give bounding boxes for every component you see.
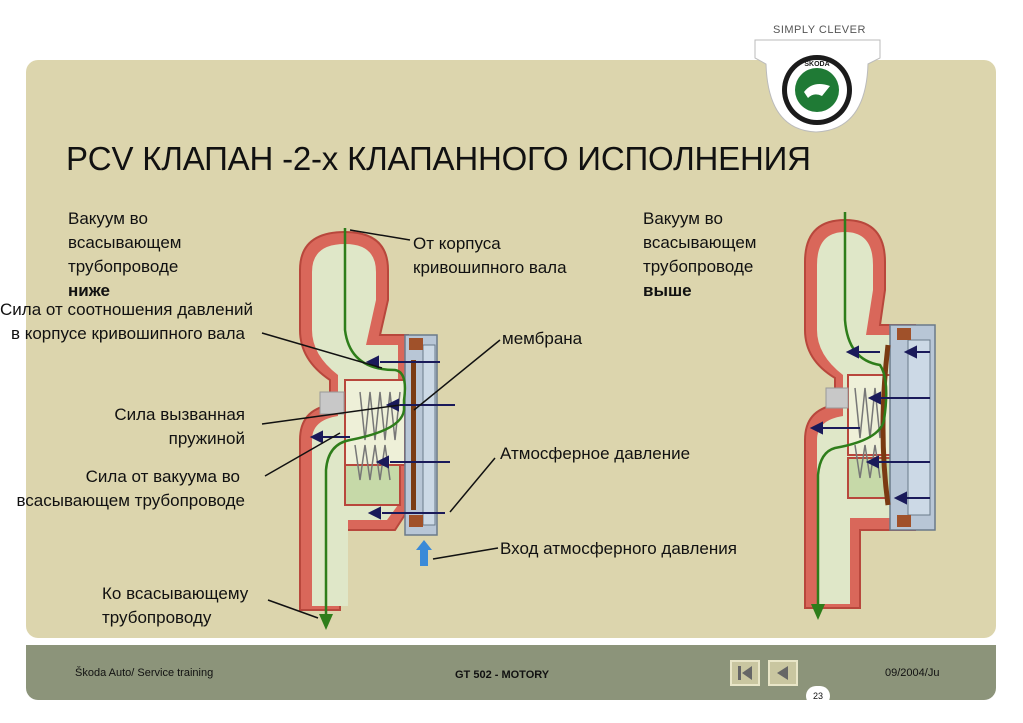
pressure-force-label-2: в корпусе кривошипного вала xyxy=(10,324,245,343)
outlet-label-2: трубопроводу xyxy=(102,608,212,627)
atmo-inlet-label: Вход атмосферного давления xyxy=(500,539,737,558)
logo-text: ŠKODA xyxy=(804,59,829,68)
page-title: PCV КЛАПАН -2-х КЛАПАННОГО ИСПОЛНЕНИЯ xyxy=(66,140,811,177)
membrane-label: мембрана xyxy=(502,329,583,348)
brand-tagline: SIMPLY CLEVER xyxy=(773,24,866,36)
spring-force-label-1: Сила вызванная xyxy=(114,405,245,424)
previous-slide-button[interactable] xyxy=(768,660,798,686)
pcv-valve-left xyxy=(299,228,455,630)
right-vacuum-label-2: всасывающем xyxy=(643,233,757,252)
footer-left-text: Škoda Auto/ Service training xyxy=(75,667,214,679)
outlet-label-1: Ко всасывающему xyxy=(102,584,249,603)
left-vacuum-label-4: ниже xyxy=(68,281,111,300)
footer-center-text: GT 502 - MOTORY xyxy=(455,669,550,681)
crankcase-label-2: кривошипного вала xyxy=(413,258,567,277)
left-vacuum-label-3: трубопроводе xyxy=(68,257,179,276)
right-vacuum-label-3: трубопроводе xyxy=(643,257,754,276)
page-number: 23 xyxy=(806,686,830,706)
spring-force-label-2: пружиной xyxy=(168,429,245,448)
pcv-valve-right xyxy=(804,212,936,620)
right-vacuum-label-1: Вакуум во xyxy=(643,209,723,228)
intake-force-label-2: всасывающем трубопроводе xyxy=(16,491,245,510)
left-vacuum-label-1: Вакуум во xyxy=(68,209,148,228)
first-slide-button[interactable] xyxy=(730,660,760,686)
skip-back-icon xyxy=(738,666,752,680)
crankcase-label-1: От корпуса xyxy=(413,234,501,253)
skoda-logo: ŠKODA xyxy=(754,39,881,133)
left-vacuum-label-2: всасывающем xyxy=(68,233,182,252)
right-vacuum-label-4: выше xyxy=(643,281,692,300)
intake-force-label-1: Сила от вакуума во xyxy=(85,467,240,486)
leader-lines xyxy=(261,229,501,619)
membrane-right xyxy=(880,344,891,506)
footer-bar xyxy=(26,645,996,700)
back-arrow-icon xyxy=(777,666,788,680)
pressure-force-label-1: Сила от соотношения давлений xyxy=(0,300,253,319)
footer-date-text: 09/2004/Ju xyxy=(885,667,940,679)
atmospheric-label: Атмосферное давление xyxy=(500,444,691,463)
membrane xyxy=(411,360,416,510)
